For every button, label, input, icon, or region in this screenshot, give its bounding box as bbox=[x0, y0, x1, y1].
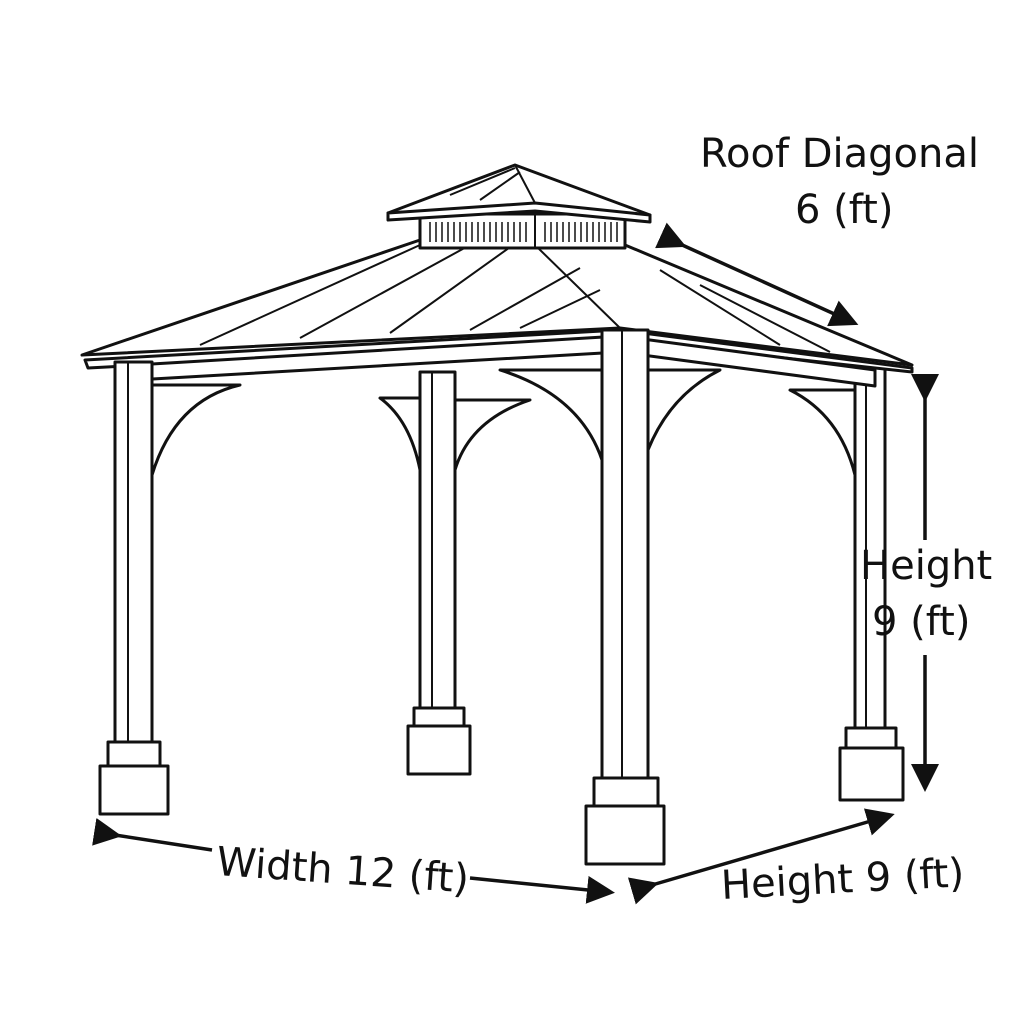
height-title: Height bbox=[860, 543, 993, 589]
width-arrow-left bbox=[92, 817, 213, 852]
width-arrow-right bbox=[469, 875, 615, 904]
roof-diagonal-value: 6 (ft) bbox=[795, 187, 894, 233]
arched-braces bbox=[150, 368, 857, 477]
dimension-arrows bbox=[92, 222, 939, 905]
roof-diagonal-arrow bbox=[655, 222, 859, 327]
front-posts bbox=[98, 328, 666, 866]
cupola bbox=[386, 163, 652, 250]
height-value: 9 (ft) bbox=[872, 599, 971, 645]
roof bbox=[80, 238, 914, 388]
depth-arrow bbox=[627, 808, 895, 905]
depth-label: Height 9 (ft) bbox=[719, 850, 966, 909]
roof-diagonal-title: Roof Diagonal bbox=[700, 131, 980, 177]
back-posts bbox=[406, 366, 905, 802]
